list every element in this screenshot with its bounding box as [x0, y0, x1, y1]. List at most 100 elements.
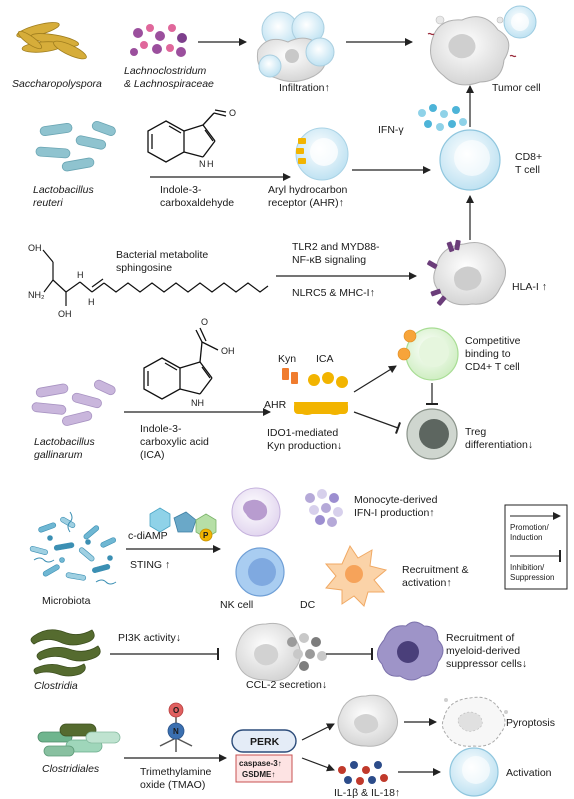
- clostridiales-label: Clostridiales: [42, 763, 100, 775]
- ahr-label: AHR: [264, 399, 287, 411]
- cd8-label-2: T cell: [515, 164, 540, 176]
- monocyte-ifn-label-2: IFN-I production↑: [354, 507, 435, 519]
- monocyte-ifn-label-1: Monocyte-derived: [354, 494, 438, 506]
- perk-label: PERK: [250, 736, 280, 748]
- competitive-label-1: Competitive: [465, 335, 521, 347]
- atom-nh2-label: NH₂: [28, 290, 45, 300]
- atom-oh-top-label: OH: [28, 243, 42, 253]
- row1-saccharopolyspora: Saccharopolyspora: [12, 22, 102, 90]
- cd8-cell-top-icon: [503, 5, 537, 39]
- indole-3-carboxaldehyde-structure: [147, 109, 227, 163]
- pyroptosis-label: Pyroptosis: [506, 717, 555, 729]
- legend-inhibition-label-1: Inhibition/: [510, 563, 545, 572]
- cd8-label-1: CD8+: [515, 151, 542, 163]
- lactobacillus-gallinarum-rods-icon: [31, 379, 116, 426]
- dendritic-cell-icon: [324, 544, 388, 607]
- ido1-label-1: IDO1-mediated: [267, 427, 338, 439]
- pyroptosis-cell-icon: [441, 696, 508, 747]
- ccl2-particles-icon: [287, 633, 327, 671]
- ahr-receptor-label-2: receptor (AHR)↑: [268, 197, 344, 209]
- cd8-t-cell-icon: [439, 129, 501, 191]
- indole-3-carboxylic-acid-structure: [143, 327, 219, 400]
- pi3k-label: PI3K activity↓: [118, 632, 181, 644]
- gsdme-label: GSDME↑: [242, 770, 275, 779]
- lactobacillus-reuteri-rods-icon: [35, 121, 116, 172]
- legend-promotion-label-2: Induction: [510, 533, 542, 542]
- legend-box: Promotion/ Induction Inhibition/ Suppres…: [504, 504, 568, 590]
- saccharopolyspora-bacteria-icon: [16, 22, 87, 60]
- pyroptotic-tumor-cell-icon: [337, 694, 398, 747]
- atom-h2-label: H: [88, 297, 95, 307]
- atom-h1-label: H: [77, 270, 84, 280]
- caspase-gsdme-box: [235, 754, 293, 783]
- atom-n-label: N: [199, 159, 206, 169]
- microbe-reuteri-label-2: reuteri: [33, 197, 63, 209]
- recruitment-activation-label-2: activation↑: [402, 577, 452, 589]
- metabolite-ica-label-3: (ICA): [140, 449, 165, 461]
- mdsc-label-3: suppressor cells↓: [446, 658, 527, 670]
- clostridiales-bacteria-icon: [37, 723, 121, 757]
- kyn-label: Kyn: [278, 353, 296, 365]
- mdsc-label-1: Recruitment of: [446, 632, 514, 644]
- tmao-structure-icon: [159, 702, 193, 752]
- competitive-label-3: CD4+ T cell: [465, 361, 520, 373]
- microbiota-cluster-icon: [29, 511, 117, 585]
- interleukins-label: IL-1β & IL-18↑: [334, 787, 400, 799]
- kyn-ica-ahr-binding-icon: [282, 368, 348, 415]
- sphingosine-structure: [42, 249, 269, 306]
- nk-cell-icon: [235, 547, 285, 597]
- clostridia-bacteria-icon: [30, 629, 101, 677]
- tmao-o-label: O: [173, 706, 179, 715]
- treg-cell-icon: [406, 408, 458, 460]
- mdsc-label-2: myeloid-derived: [446, 645, 520, 657]
- ica-label: ICA: [316, 353, 334, 365]
- c-diamp-structure-icon: [149, 507, 217, 542]
- treg-label-1: Treg: [465, 426, 486, 438]
- clostridia-label: Clostridia: [34, 680, 78, 692]
- arrow-perk-to-pyroptosis-cell: [301, 723, 335, 741]
- lachnoclostridium-cocci-icon: [130, 24, 187, 57]
- dc-label: DC: [300, 599, 316, 611]
- hla-i-tumor-cell-icon: [427, 239, 506, 306]
- metabolite-ica-label-2: carboxylic acid: [140, 436, 209, 448]
- ccl2-tumor-cell-icon: [235, 622, 301, 682]
- atom-o-ica-label: O: [201, 317, 208, 327]
- microbe-gallinarum-label-1: Lactobacillus: [34, 436, 95, 448]
- ido1-label-2: Kyn production↓: [267, 440, 342, 452]
- mdsc-cell-icon: [377, 621, 444, 681]
- tumor-cell-label: Tumor cell: [492, 82, 541, 94]
- atom-oh-ica-label: OH: [221, 346, 235, 356]
- atom-oh-bottom-label: OH: [58, 309, 72, 319]
- metabolite-ica-label-1: Indole-3-: [140, 423, 182, 435]
- infiltration-cell-cluster-icon: [256, 11, 335, 82]
- arrow-ahr-to-cd4: [353, 365, 397, 393]
- ahr-receptor-label-1: Aryl hydrocarbon: [268, 184, 348, 196]
- ahr-receptor-cell-icon: [295, 127, 349, 181]
- microbiota-label: Microbiota: [42, 595, 91, 607]
- inhibit-ahr-to-treg: [353, 411, 401, 434]
- tlr2-signal-label-1: TLR2 and MYD88-: [292, 241, 380, 253]
- legend-promotion-label-1: Promotion/: [510, 523, 549, 532]
- ifn-gamma-particles-icon: [418, 104, 467, 131]
- c-diamp-label: c-diAMP: [128, 530, 168, 542]
- activated-t-cell-icon: [449, 747, 499, 797]
- microbe-lachnoclostridium-label-1: Lachnoclostridum: [124, 65, 207, 77]
- sting-label: STING ↑: [130, 559, 170, 571]
- tumor-cell-icon: [427, 15, 517, 86]
- sphingosine-label-1: Bacterial metabolite: [116, 249, 208, 261]
- hla-i-label: HLA-I ↑: [512, 281, 547, 293]
- microbe-reuteri-label-1: Lactobacillus: [33, 184, 94, 196]
- perk-box: [231, 729, 297, 753]
- atom-h-label: H: [207, 159, 214, 169]
- metabolite-ica-ald-label-2: carboxaldehyde: [160, 197, 234, 209]
- ifn-i-particles-icon: [305, 489, 343, 527]
- microbe-lachnoclostridium-label-2: & Lachnospiraceae: [124, 78, 214, 90]
- tmao-label-1: Trimethylamine: [140, 766, 212, 778]
- recruitment-activation-label-1: Recruitment &: [402, 564, 469, 576]
- competitive-label-2: binding to: [465, 348, 511, 360]
- sphingosine-label-2: sphingosine: [116, 262, 172, 274]
- caspase3-label: caspase-3↑: [239, 759, 282, 768]
- tmao-label-2: oxide (TMAO): [140, 779, 205, 791]
- atom-nh-ica-label: NH: [191, 398, 204, 408]
